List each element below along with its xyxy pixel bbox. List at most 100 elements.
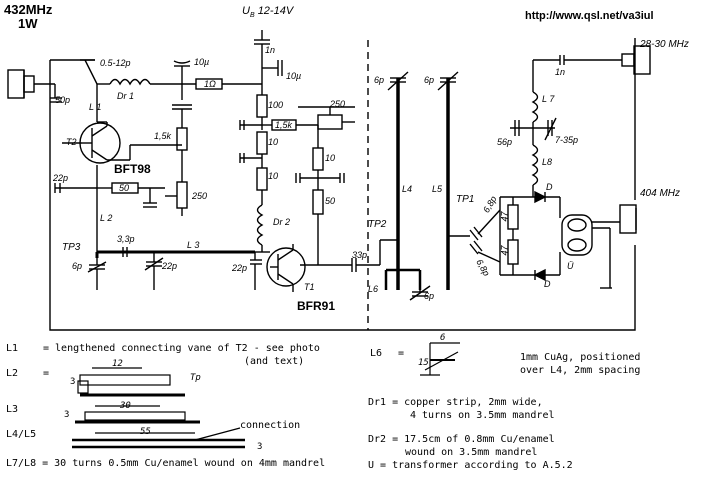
if-port-label: 28-30 MHz: [640, 39, 689, 50]
legend-l6-eq: =: [398, 348, 405, 359]
dr1-coil: [109, 78, 151, 86]
c-6p-l4-label: 6p: [374, 75, 385, 85]
legend-dr1-text1: Dr1 = copper strip, 2mm wide,: [368, 397, 543, 408]
legend-l3-dim-w: 30: [120, 401, 131, 411]
legend-u-text: U = transformer according to A.5.2: [368, 460, 573, 471]
legend-l2-dim-w: 12: [112, 359, 123, 369]
c-10u-right-label: 10µ: [286, 71, 302, 81]
t1-label: T1: [304, 282, 315, 292]
t1-body: [266, 247, 306, 287]
rf-connector-in: [7, 69, 25, 99]
c-6p-l5-label: 6p: [424, 75, 435, 85]
bfr91-label: BFR91: [297, 299, 336, 313]
l7-coil: [531, 91, 539, 123]
diode-b: [533, 268, 546, 282]
rf-connector-if-body: [633, 45, 651, 75]
c-56p-label: 56p: [497, 137, 513, 147]
l5-label: L5: [432, 184, 443, 194]
r-1r-label: 1Ω: [204, 79, 216, 89]
r-50-mid: [312, 189, 324, 215]
l3-sketch: [84, 411, 186, 421]
r-100: [256, 94, 268, 118]
legend-l3-key: L3: [6, 404, 19, 415]
legend-l6-text2: over L4, 2mm spacing: [520, 365, 641, 376]
power-title: 1W: [18, 16, 38, 31]
legend-l6-text1: 1mm CuAg, positioned: [520, 352, 641, 363]
r-10-b: [256, 167, 268, 191]
r-250-left-label: 250: [192, 191, 208, 201]
c-33p-label: 33p: [352, 250, 368, 260]
c-50p-label: 50p: [55, 95, 71, 105]
l7-label: L 7: [542, 94, 555, 104]
r-50-left-label: 50: [119, 183, 130, 193]
c-22p-mid-label: 22p: [162, 261, 178, 271]
dr2-label: Dr 2: [273, 217, 291, 227]
lo-port-label: 404 MHz: [640, 188, 681, 199]
legend-l2-key: L2: [6, 368, 19, 379]
r-1k5-mid-label: 1,5k: [275, 120, 293, 130]
c-6p-left-label: 6p: [72, 261, 83, 271]
legend-l78-text: L7/L8 = 30 turns 0.5mm Cu/enamel wound o…: [6, 458, 326, 469]
c-trim-in-label: 0.5-12p: [100, 58, 131, 68]
r-10-a-label: 10: [268, 137, 279, 147]
l8-coil: [531, 144, 539, 186]
legend-l2-tp: Tp: [190, 373, 201, 383]
r-50-mid-label: 50: [325, 196, 336, 206]
bft98-label: BFT98: [114, 162, 151, 176]
l2-sketch: [79, 374, 171, 386]
frame-line: [49, 60, 636, 331]
rf-connector-if: [621, 53, 635, 67]
legend-l45-conn: connection: [240, 420, 301, 431]
l2-label: L 2: [100, 213, 113, 223]
legend-l3-dim-h: 3: [64, 410, 70, 420]
l8-label: L8: [542, 157, 553, 167]
c-1n-top-label: 1n: [265, 45, 276, 55]
legend-l2-dim-h: 3: [70, 377, 76, 387]
l1-label: L 1: [89, 102, 102, 112]
legend-l6-dim-w: 6: [440, 333, 446, 343]
r-1k5-left: [176, 127, 188, 151]
c-22p-left-label: 22p: [53, 173, 69, 183]
frequency-title: 432MHz: [4, 2, 53, 17]
supply-value: 12-14V: [257, 5, 294, 17]
transformer-u: [561, 214, 593, 256]
legend-l45-dim-w: 55: [140, 427, 151, 437]
supply-label-sub: B: [249, 12, 255, 20]
r-10-c: [312, 147, 324, 171]
tp1-label: TP1: [456, 194, 475, 205]
r-250-mid-label: 250: [330, 99, 346, 109]
r-250-left: [176, 181, 188, 209]
legend-dr1-text2: 4 turns on 3.5mm mandrel: [410, 410, 555, 421]
l4-label: L4: [402, 184, 413, 194]
tp2-label: TP2: [368, 219, 387, 230]
c-7-35p-label: 7-35p: [555, 135, 579, 145]
legend-l1-text2: (and text): [244, 356, 305, 367]
r-100-label: 100: [268, 100, 284, 110]
c-10u-top-label: 10µ: [194, 57, 210, 67]
legend-l45-key: L4/L5: [6, 429, 37, 440]
r-47-a-label: 47: [499, 211, 510, 222]
supply-voltage-label: UB 12-14V: [242, 5, 294, 20]
c-1n-right-label: 1n: [555, 67, 566, 77]
r-250-mid: [317, 114, 343, 130]
u-label: Ü: [567, 261, 574, 271]
legend-l2-eq: =: [43, 368, 50, 379]
d-b-label: D: [544, 279, 551, 289]
r-47-b-label: 47: [499, 245, 510, 256]
tp3-label: TP3: [62, 242, 81, 253]
legend-l45-dim-h: 3: [257, 442, 263, 452]
legend-l1-key: L1: [6, 343, 19, 354]
r-10-c-label: 10: [325, 153, 336, 163]
rf-connector-lo: [619, 204, 637, 234]
legend-l1-text: = lengthened connecting vane of T2 - see…: [43, 343, 320, 354]
source-url[interactable]: http://www.qsl.net/va3iul: [525, 10, 654, 22]
supply-label-u: U: [242, 5, 250, 17]
l3-label: L 3: [187, 240, 200, 250]
legend-dr2-text2: wound on 3.5mm mandrel: [405, 447, 538, 458]
d-a-label: D: [546, 182, 553, 192]
t2-label: T2: [66, 137, 77, 147]
legend-dr2-text1: Dr2 = 17.5cm of 0.8mm Cu/enamel: [368, 434, 555, 445]
diode-a: [534, 190, 547, 204]
legend-l6-key: L6: [370, 348, 383, 359]
